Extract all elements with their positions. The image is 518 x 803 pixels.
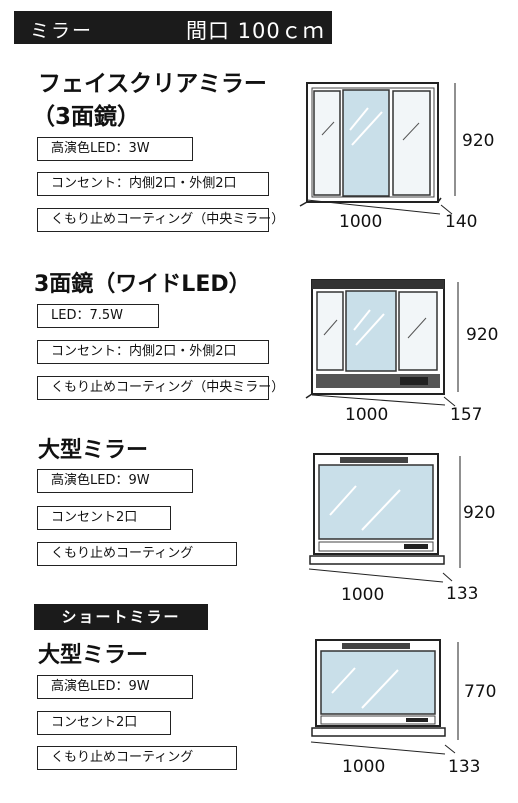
width-dimension: 1000	[345, 405, 389, 425]
spec-box: コンセント：内側2口・外側2口	[37, 340, 269, 364]
width-dimension: 1000	[342, 757, 386, 777]
short-mirror-badge: ショートミラー	[34, 604, 208, 630]
section-header: ミラー 間口 100ｃｍ	[14, 11, 332, 44]
height-dimension: 920	[466, 325, 499, 345]
product-title: 大型ミラー	[38, 438, 149, 463]
spec-box: LED：7.5W	[37, 304, 159, 328]
height-dimension: 920	[463, 503, 496, 523]
spec-box: くもり止めコーティング（中央ミラー）	[37, 376, 284, 400]
spec-box: 高演色LED：3W	[37, 137, 193, 161]
width-dimension: 1000	[339, 212, 383, 232]
height-dimension: 770	[464, 682, 497, 702]
width-dimension: 1000	[341, 585, 385, 605]
depth-dimension: 157	[450, 405, 483, 425]
spec-box: くもり止めコーティング（中央ミラー）	[37, 208, 284, 232]
product-title: 大型ミラー	[38, 643, 149, 668]
spec-box: くもり止めコーティング	[37, 542, 237, 566]
spec-box: コンセント2口	[37, 506, 171, 530]
depth-dimension: 133	[446, 584, 479, 604]
depth-dimension: 133	[448, 757, 481, 777]
product-title: 3面鏡（ワイドLED）	[34, 272, 251, 297]
spec-box: コンセント2口	[37, 711, 171, 735]
product-subtitle: （3面鏡）	[32, 104, 141, 130]
depth-dimension: 140	[445, 212, 478, 232]
spec-box: 高演色LED：9W	[37, 675, 193, 699]
header-title: ミラー	[30, 20, 94, 42]
spec-box: 高演色LED：9W	[37, 469, 193, 493]
spec-box: コンセント：内側2口・外側2口	[37, 172, 269, 196]
height-dimension: 920	[462, 131, 495, 151]
spec-box: くもり止めコーティング	[37, 746, 237, 770]
header-width-label: 間口 100ｃｍ	[186, 19, 325, 43]
product-title: フェイスクリアミラー	[38, 71, 267, 97]
